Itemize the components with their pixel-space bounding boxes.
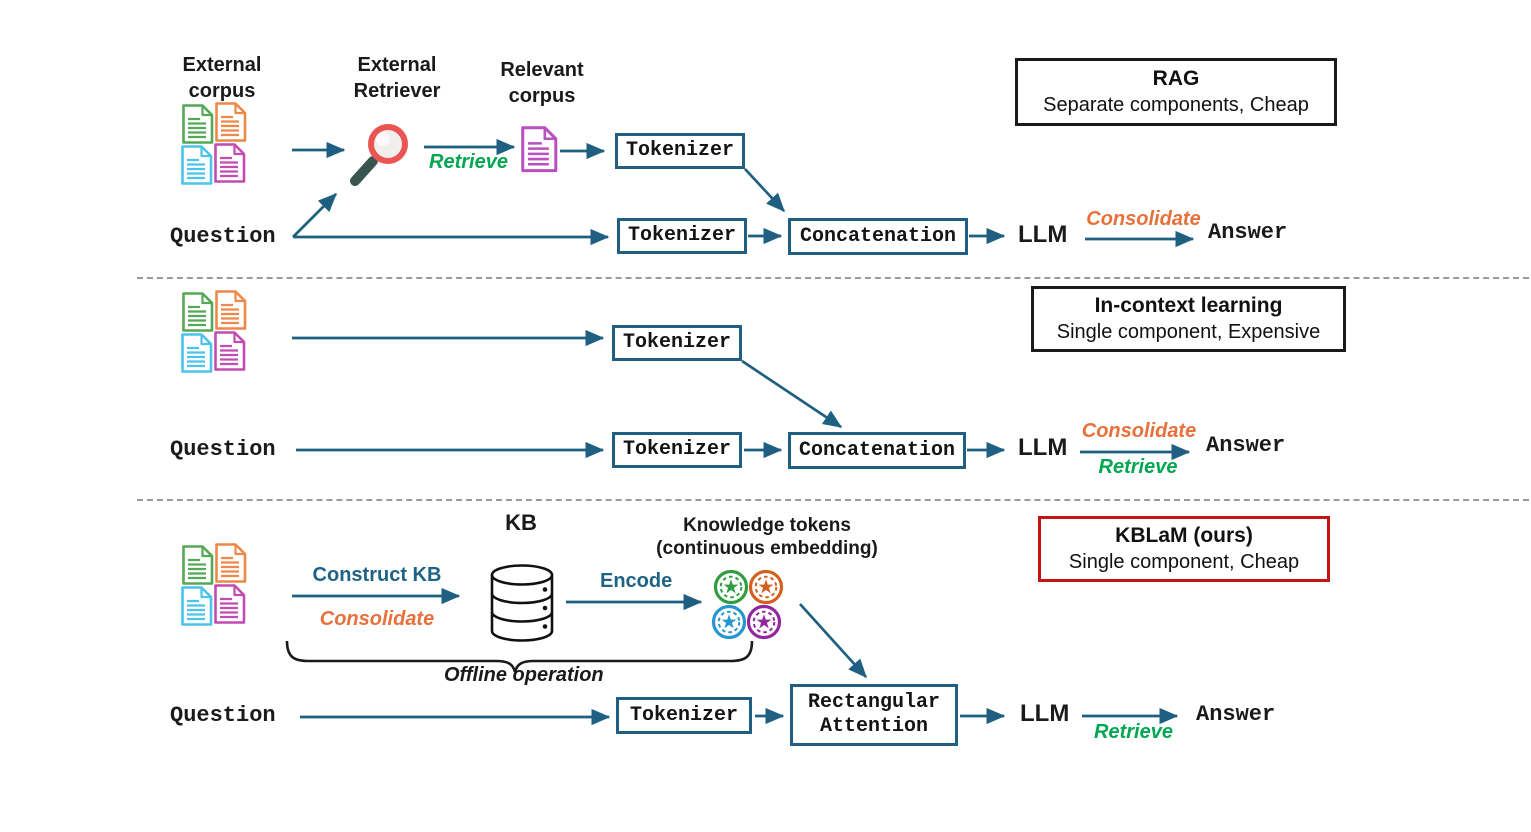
tokenizer-box-rag-question: Tokenizer	[617, 218, 747, 254]
retrieve-label: Retrieve	[429, 151, 508, 173]
section-divider-1	[137, 277, 1529, 279]
knowledge-tokens-label: Knowledge tokens (continuous embedding)	[656, 515, 878, 559]
rag-caption-box: RAG Separate components, Cheap	[1015, 58, 1337, 126]
question-label-rag: Question	[170, 224, 276, 249]
encode-label: Encode	[600, 570, 673, 592]
kblam-title: KBLaM (ours)	[1115, 524, 1253, 547]
llm-label-icl: LLM	[1018, 434, 1068, 461]
arrow-question-to-retriever-diag	[292, 193, 337, 238]
kb-label: KB	[505, 510, 537, 535]
retrieve-label-kblam: Retrieve	[1094, 721, 1173, 743]
icl-subtitle: Single component, Expensive	[1056, 321, 1321, 343]
icl-caption-box: In-context learning Single component, Ex…	[1031, 286, 1346, 352]
offline-operation-label: Offline operation	[444, 664, 604, 686]
rag-title: RAG	[1152, 67, 1200, 90]
consolidate-label-rag: Consolidate	[1086, 208, 1201, 230]
rag-subtitle: Separate components, Cheap	[1043, 94, 1309, 116]
tokenizer-box-icl-question: Tokenizer	[612, 432, 742, 468]
llm-label-rag: LLM	[1018, 221, 1068, 248]
rectangular-attention-box: Rectangular Attention	[790, 684, 958, 746]
relevant-corpus-label: Relevant corpus	[500, 59, 584, 107]
icl-title: In-context learning	[1094, 294, 1283, 317]
consolidate-label-icl: Consolidate	[1081, 420, 1197, 442]
database-icon	[490, 564, 554, 642]
answer-label-rag: Answer	[1208, 220, 1288, 245]
answer-label-icl: Answer	[1206, 433, 1286, 458]
arrow-tokens-to-attention-diag	[798, 603, 868, 679]
consolidate-label-kblam: Consolidate	[319, 608, 435, 630]
retrieve-label-icl: Retrieve	[1098, 456, 1178, 478]
construct-kb-label: Construct KB	[312, 564, 442, 586]
tokenizer-box-kblam: Tokenizer	[616, 697, 752, 734]
concatenation-box-rag: Concatenation	[788, 218, 968, 255]
magnifier-icon	[350, 124, 408, 186]
answer-label-kblam: Answer	[1196, 702, 1276, 727]
concatenation-box-icl: Concatenation	[788, 432, 966, 469]
kblam-subtitle: Single component, Cheap	[1068, 551, 1300, 573]
knowledge-tokens-icon	[711, 569, 784, 640]
tokenizer-box-icl-corpus: Tokenizer	[612, 325, 742, 361]
document-icon	[521, 126, 558, 173]
kblam-caption-box: KBLaM (ours) Single component, Cheap	[1038, 516, 1330, 582]
question-label-kblam: Question	[170, 703, 276, 728]
document-stack-icon	[181, 102, 247, 185]
arrow-tokenizer-to-concat-diag-icl	[741, 359, 843, 429]
document-stack-icon	[181, 543, 247, 626]
offline-brace	[285, 640, 754, 673]
arrow-tokenizer-to-concat-diag	[744, 168, 785, 212]
document-stack-icon	[181, 290, 247, 373]
question-label-icl: Question	[170, 437, 276, 462]
external-retriever-label: External Retriever	[353, 54, 441, 102]
section-divider-2	[137, 499, 1529, 501]
external-corpus-label: External corpus	[182, 54, 262, 102]
llm-label-kblam: LLM	[1020, 700, 1070, 727]
tokenizer-box-rag-corpus: Tokenizer	[615, 133, 745, 169]
